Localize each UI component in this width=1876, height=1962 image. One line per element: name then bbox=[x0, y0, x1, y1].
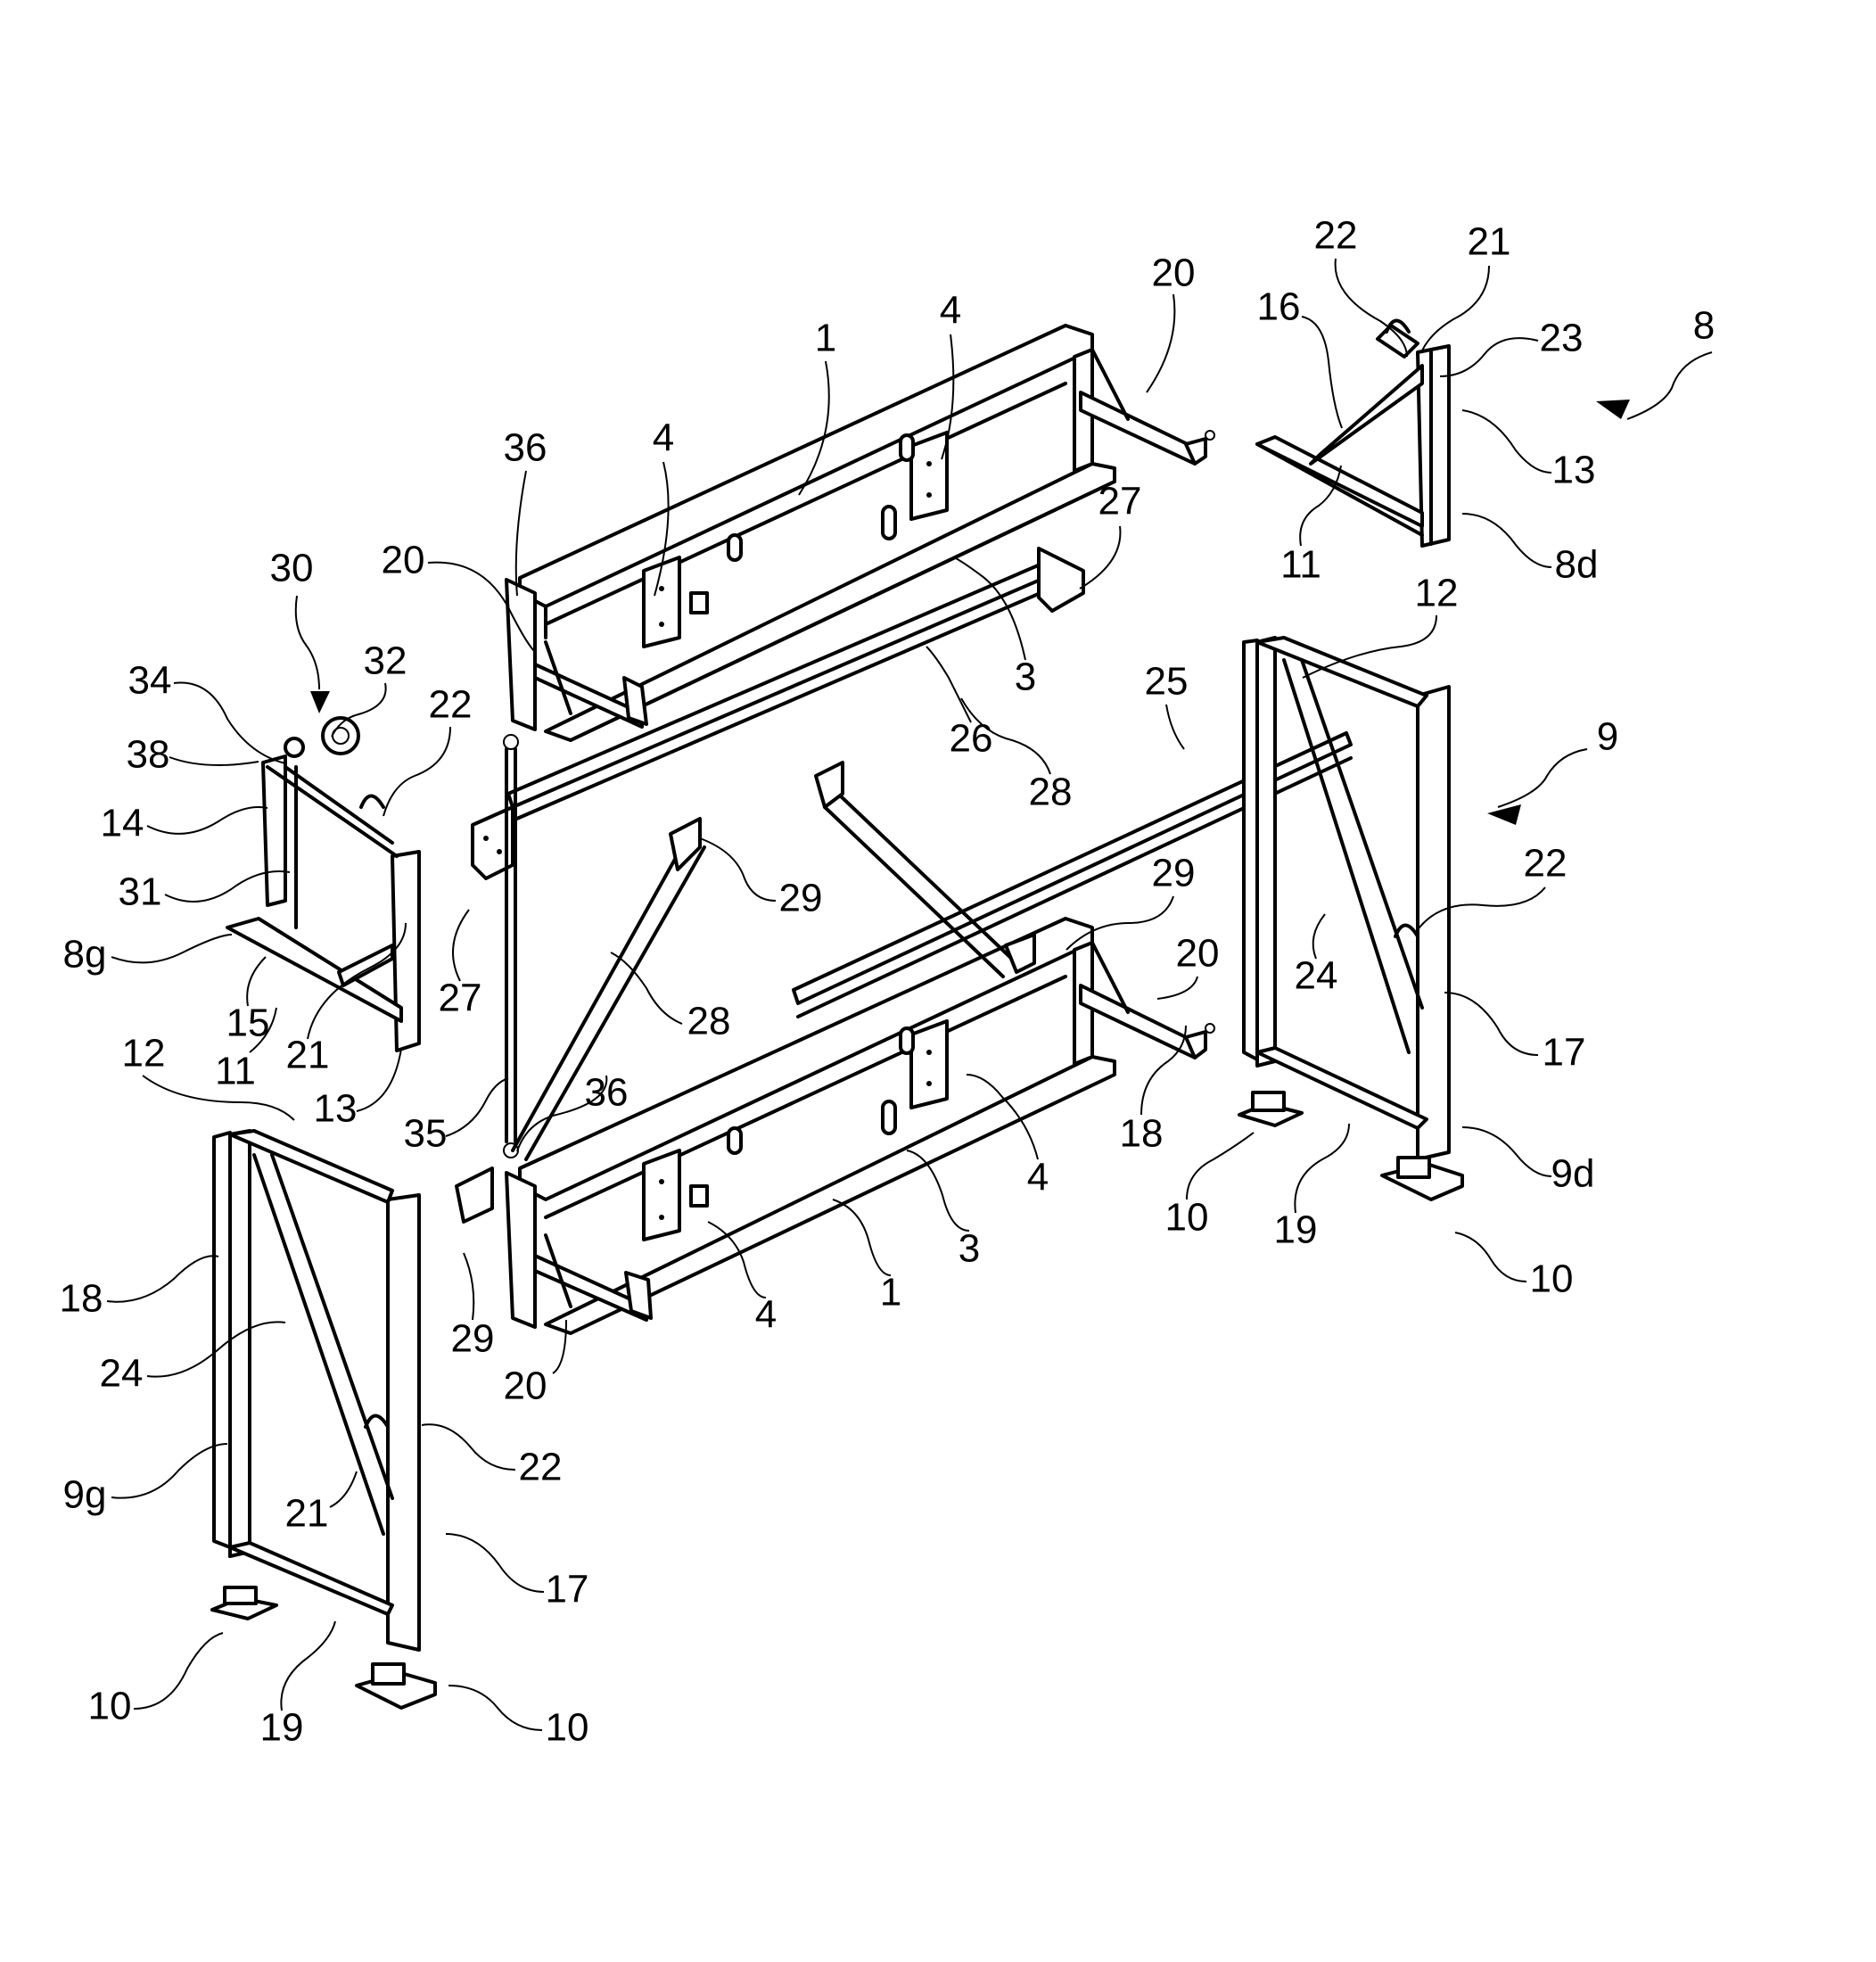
label-18: 18 bbox=[60, 1277, 103, 1321]
label-21: 21 bbox=[286, 1034, 330, 1077]
label-9d: 9d bbox=[1551, 1152, 1595, 1196]
label-22: 22 bbox=[429, 683, 473, 727]
label-29: 29 bbox=[1152, 852, 1196, 895]
label-27: 27 bbox=[439, 977, 482, 1020]
label-16: 16 bbox=[1257, 285, 1301, 329]
label-23: 23 bbox=[1540, 317, 1584, 360]
label-12: 12 bbox=[122, 1032, 166, 1076]
leader-lines bbox=[106, 258, 1552, 1731]
label-17: 17 bbox=[546, 1568, 589, 1612]
label-28: 28 bbox=[1029, 771, 1073, 814]
label-21: 21 bbox=[1468, 220, 1511, 264]
label-4: 4 bbox=[940, 289, 961, 333]
label-22: 22 bbox=[1314, 214, 1358, 258]
label-4: 4 bbox=[653, 416, 674, 460]
label-10: 10 bbox=[1165, 1196, 1209, 1240]
label-8: 8 bbox=[1693, 304, 1715, 348]
label-25: 25 bbox=[1145, 660, 1189, 704]
label-10: 10 bbox=[88, 1685, 132, 1728]
reference-arrows bbox=[294, 351, 1713, 825]
label-12: 12 bbox=[1415, 572, 1459, 615]
label-17: 17 bbox=[1543, 1031, 1586, 1075]
label-3: 3 bbox=[1015, 655, 1036, 699]
label-11: 11 bbox=[215, 1050, 256, 1093]
label-22: 22 bbox=[1524, 842, 1567, 886]
label-20: 20 bbox=[382, 539, 425, 582]
label-4: 4 bbox=[1027, 1156, 1049, 1199]
label-20: 20 bbox=[1152, 251, 1196, 295]
label-20: 20 bbox=[504, 1364, 547, 1408]
label-4: 4 bbox=[755, 1293, 777, 1337]
label-26: 26 bbox=[950, 717, 993, 761]
label-1: 1 bbox=[815, 317, 836, 360]
frame-9 bbox=[1238, 636, 1464, 1201]
support-8 bbox=[1255, 318, 1451, 548]
label-38: 38 bbox=[127, 733, 170, 777]
label-14: 14 bbox=[101, 802, 144, 845]
label-3: 3 bbox=[959, 1227, 980, 1271]
label-10: 10 bbox=[546, 1706, 589, 1750]
label-13: 13 bbox=[1552, 449, 1596, 492]
label-36: 36 bbox=[585, 1071, 629, 1115]
label-18: 18 bbox=[1120, 1112, 1164, 1156]
label-36: 36 bbox=[504, 426, 547, 470]
label-29: 29 bbox=[779, 877, 823, 920]
assembly-30 bbox=[226, 716, 421, 1052]
label-19: 19 bbox=[1274, 1208, 1318, 1252]
label-20: 20 bbox=[1176, 932, 1220, 976]
label-9: 9 bbox=[1597, 715, 1618, 759]
label-34: 34 bbox=[128, 659, 172, 703]
label-32: 32 bbox=[364, 639, 407, 683]
label-10: 10 bbox=[1530, 1257, 1574, 1301]
label-8d: 8d bbox=[1555, 543, 1599, 587]
label-15: 15 bbox=[226, 1002, 270, 1045]
cross-members bbox=[455, 547, 1353, 1224]
label-27: 27 bbox=[1098, 480, 1142, 523]
label-35: 35 bbox=[404, 1112, 448, 1156]
label-29: 29 bbox=[451, 1317, 495, 1361]
label-22: 22 bbox=[519, 1446, 563, 1489]
label-8g: 8g bbox=[63, 933, 107, 977]
label-1: 1 bbox=[880, 1271, 901, 1315]
label-19: 19 bbox=[260, 1706, 304, 1750]
frame-9g bbox=[210, 1129, 437, 1710]
upper-side-beam bbox=[505, 324, 1215, 742]
label-24: 24 bbox=[1295, 954, 1338, 998]
label-30: 30 bbox=[270, 547, 314, 590]
label-13: 13 bbox=[314, 1087, 358, 1131]
label-28: 28 bbox=[687, 1000, 731, 1043]
lower-side-beam bbox=[505, 917, 1215, 1335]
label-11: 11 bbox=[1280, 543, 1321, 587]
label-21: 21 bbox=[285, 1492, 329, 1536]
label-9g: 9g bbox=[63, 1473, 107, 1517]
label-24: 24 bbox=[100, 1352, 144, 1396]
label-31: 31 bbox=[119, 870, 162, 914]
reference-labels: 22 21 20 8 16 23 1 4 36 4 13 27 30 20 11… bbox=[60, 214, 1716, 1750]
